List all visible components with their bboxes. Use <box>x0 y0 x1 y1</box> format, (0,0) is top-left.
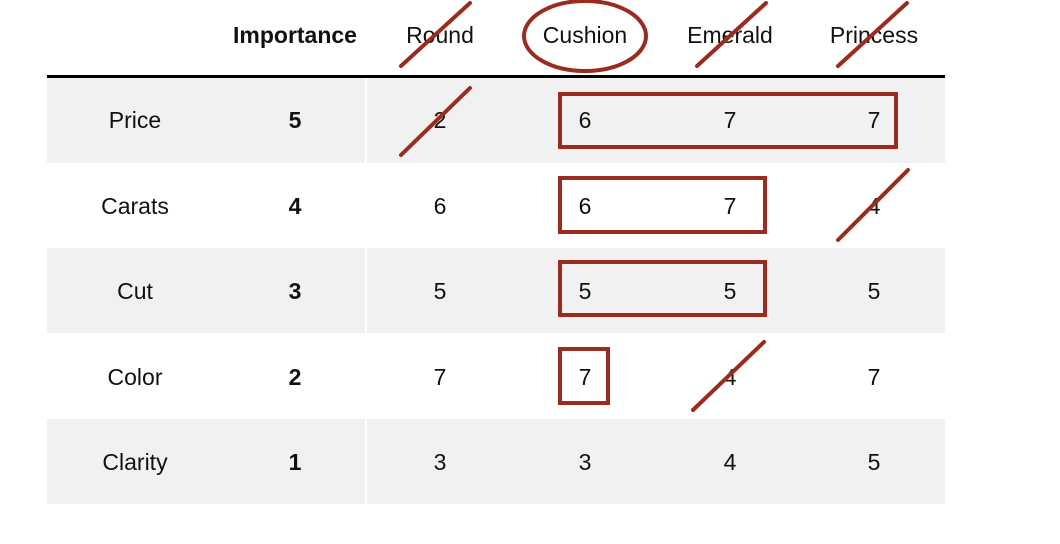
header-round: Round <box>406 22 474 48</box>
color-emerald: 4 <box>723 364 737 390</box>
cut-emerald: 5 <box>723 278 737 304</box>
row-band-cut <box>47 248 945 333</box>
cut-round: 5 <box>433 278 447 304</box>
criterion-price: Price <box>108 107 162 133</box>
cut-cushion: 5 <box>578 278 592 304</box>
header-princess: Princess <box>829 22 919 48</box>
carats-round: 6 <box>433 193 447 219</box>
importance-price: 5 <box>288 107 302 133</box>
clarity-cushion: 3 <box>578 449 592 475</box>
criterion-cut: Cut <box>117 278 153 304</box>
clarity-princess: 5 <box>867 449 881 475</box>
header-emerald: Emerald <box>687 22 773 48</box>
cut-princess: 5 <box>867 278 881 304</box>
carats-emerald: 7 <box>723 193 737 219</box>
header-importance: Importance <box>233 22 357 48</box>
price-princess: 7 <box>867 107 881 133</box>
column-divider <box>365 78 367 504</box>
color-round: 7 <box>433 364 447 390</box>
clarity-round: 3 <box>433 449 447 475</box>
header-cushion: Cushion <box>542 22 628 48</box>
header-rule <box>47 75 945 78</box>
row-band-clarity <box>47 419 945 504</box>
criterion-color: Color <box>107 364 163 390</box>
criterion-clarity: Clarity <box>102 449 168 475</box>
price-round: 2 <box>433 107 447 133</box>
price-cushion: 6 <box>578 107 592 133</box>
clarity-emerald: 4 <box>723 449 737 475</box>
importance-color: 2 <box>288 364 302 390</box>
color-princess: 7 <box>867 364 881 390</box>
importance-cut: 3 <box>288 278 302 304</box>
criterion-carats: Carats <box>101 193 169 219</box>
price-emerald: 7 <box>723 107 737 133</box>
importance-clarity: 1 <box>288 449 302 475</box>
carats-princess: 4 <box>867 193 881 219</box>
color-cushion: 7 <box>578 364 592 390</box>
carats-cushion: 6 <box>578 193 592 219</box>
importance-carats: 4 <box>288 193 302 219</box>
